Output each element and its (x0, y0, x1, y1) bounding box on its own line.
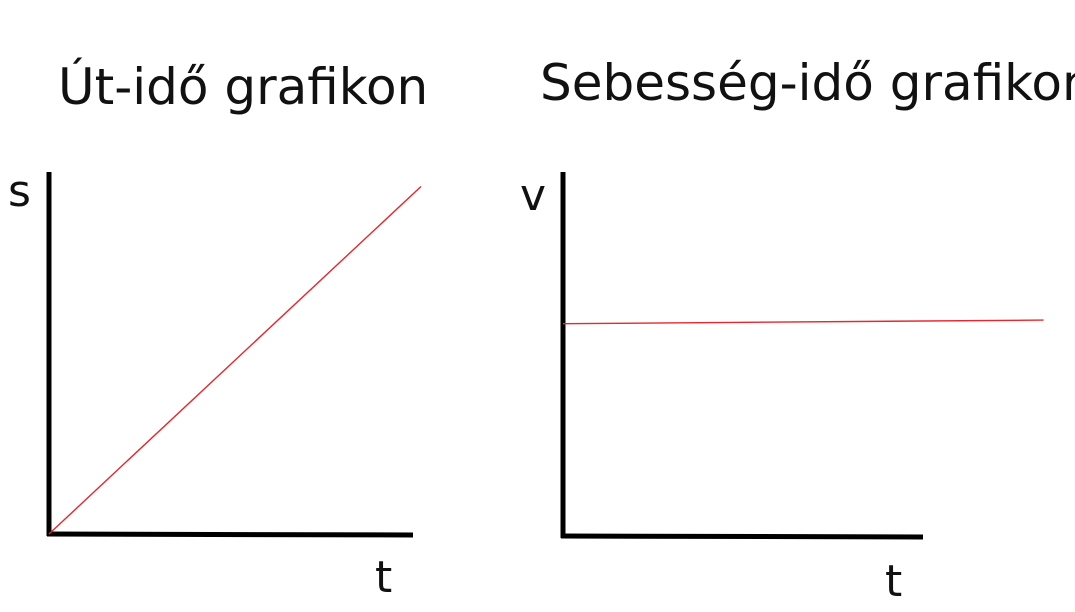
chart-1-plot (46, 172, 422, 538)
chart-2-x-axis (560, 533, 924, 540)
chart-2-title: Sebesség-idő grafikon (540, 54, 1075, 112)
chart-1-x-axis (46, 531, 414, 538)
chart-1-y-axis-label: s (8, 166, 31, 217)
chart-1-series-line (48, 185, 422, 535)
chart-1-title: Út-idő grafikon (58, 58, 429, 116)
chart-2-y-axis-label: v (520, 170, 547, 221)
chart-2-plot (560, 172, 1044, 540)
chart-2-x-axis-label: t (885, 556, 903, 607)
chart-2-series-line (562, 319, 1044, 325)
chart-1-x-axis-label: t (375, 552, 393, 603)
